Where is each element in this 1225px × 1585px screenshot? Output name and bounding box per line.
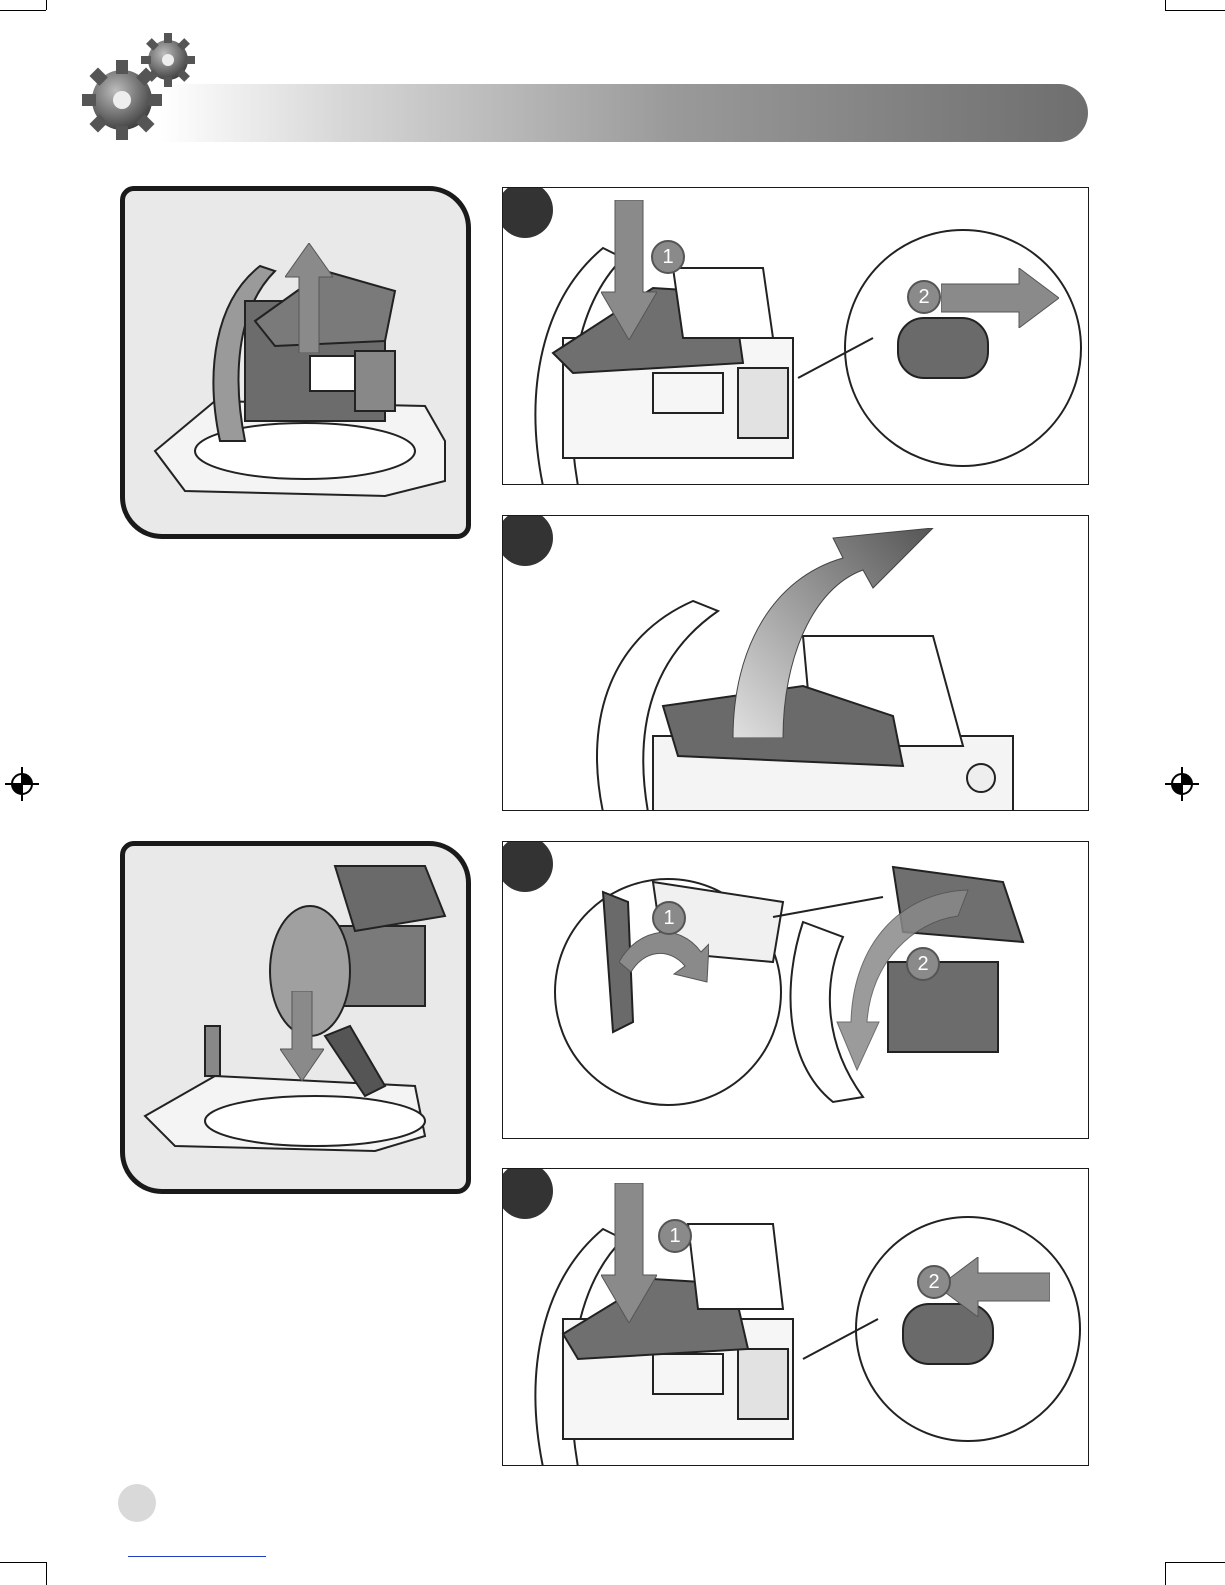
callout-number: 1 [658,1219,692,1253]
callout-number: 1 [652,901,686,935]
callout-number: 2 [917,1265,951,1299]
overview-illustration-raise [120,186,471,539]
direction-arrow-icon [280,991,324,1081]
callout-number: 2 [906,947,940,981]
callout-number: 2 [907,280,941,314]
registration-target-icon [1165,767,1199,801]
crop-mark [46,1562,47,1585]
crop-mark [0,10,46,11]
direction-arrow-icon [723,528,953,738]
step-panel-c: 1 2 [502,841,1089,1139]
step-panel-a: 1 2 [502,187,1089,485]
direction-arrow-icon [601,1183,657,1323]
step-panel-b [502,515,1089,811]
registration-target-icon [5,767,39,801]
direction-arrow-icon [601,200,657,340]
crop-mark [1165,1562,1225,1563]
page-number-marker [118,1484,156,1522]
direction-arrow-icon [285,243,333,353]
crop-mark [1165,10,1225,11]
gears-icon [80,28,200,148]
section-header-bar [160,84,1088,142]
crop-mark [1165,1562,1166,1585]
callout-number: 1 [651,240,685,274]
footer-rule [128,1556,266,1557]
direction-arrow-icon [941,268,1059,328]
direction-arrow-icon [833,882,973,1072]
crop-mark [0,1562,46,1563]
direction-arrow-icon [938,1257,1050,1317]
crop-mark [1165,0,1166,10]
overview-illustration-lower [120,841,471,1194]
step-panel-d: 1 2 [502,1168,1089,1466]
crop-mark [46,0,47,10]
